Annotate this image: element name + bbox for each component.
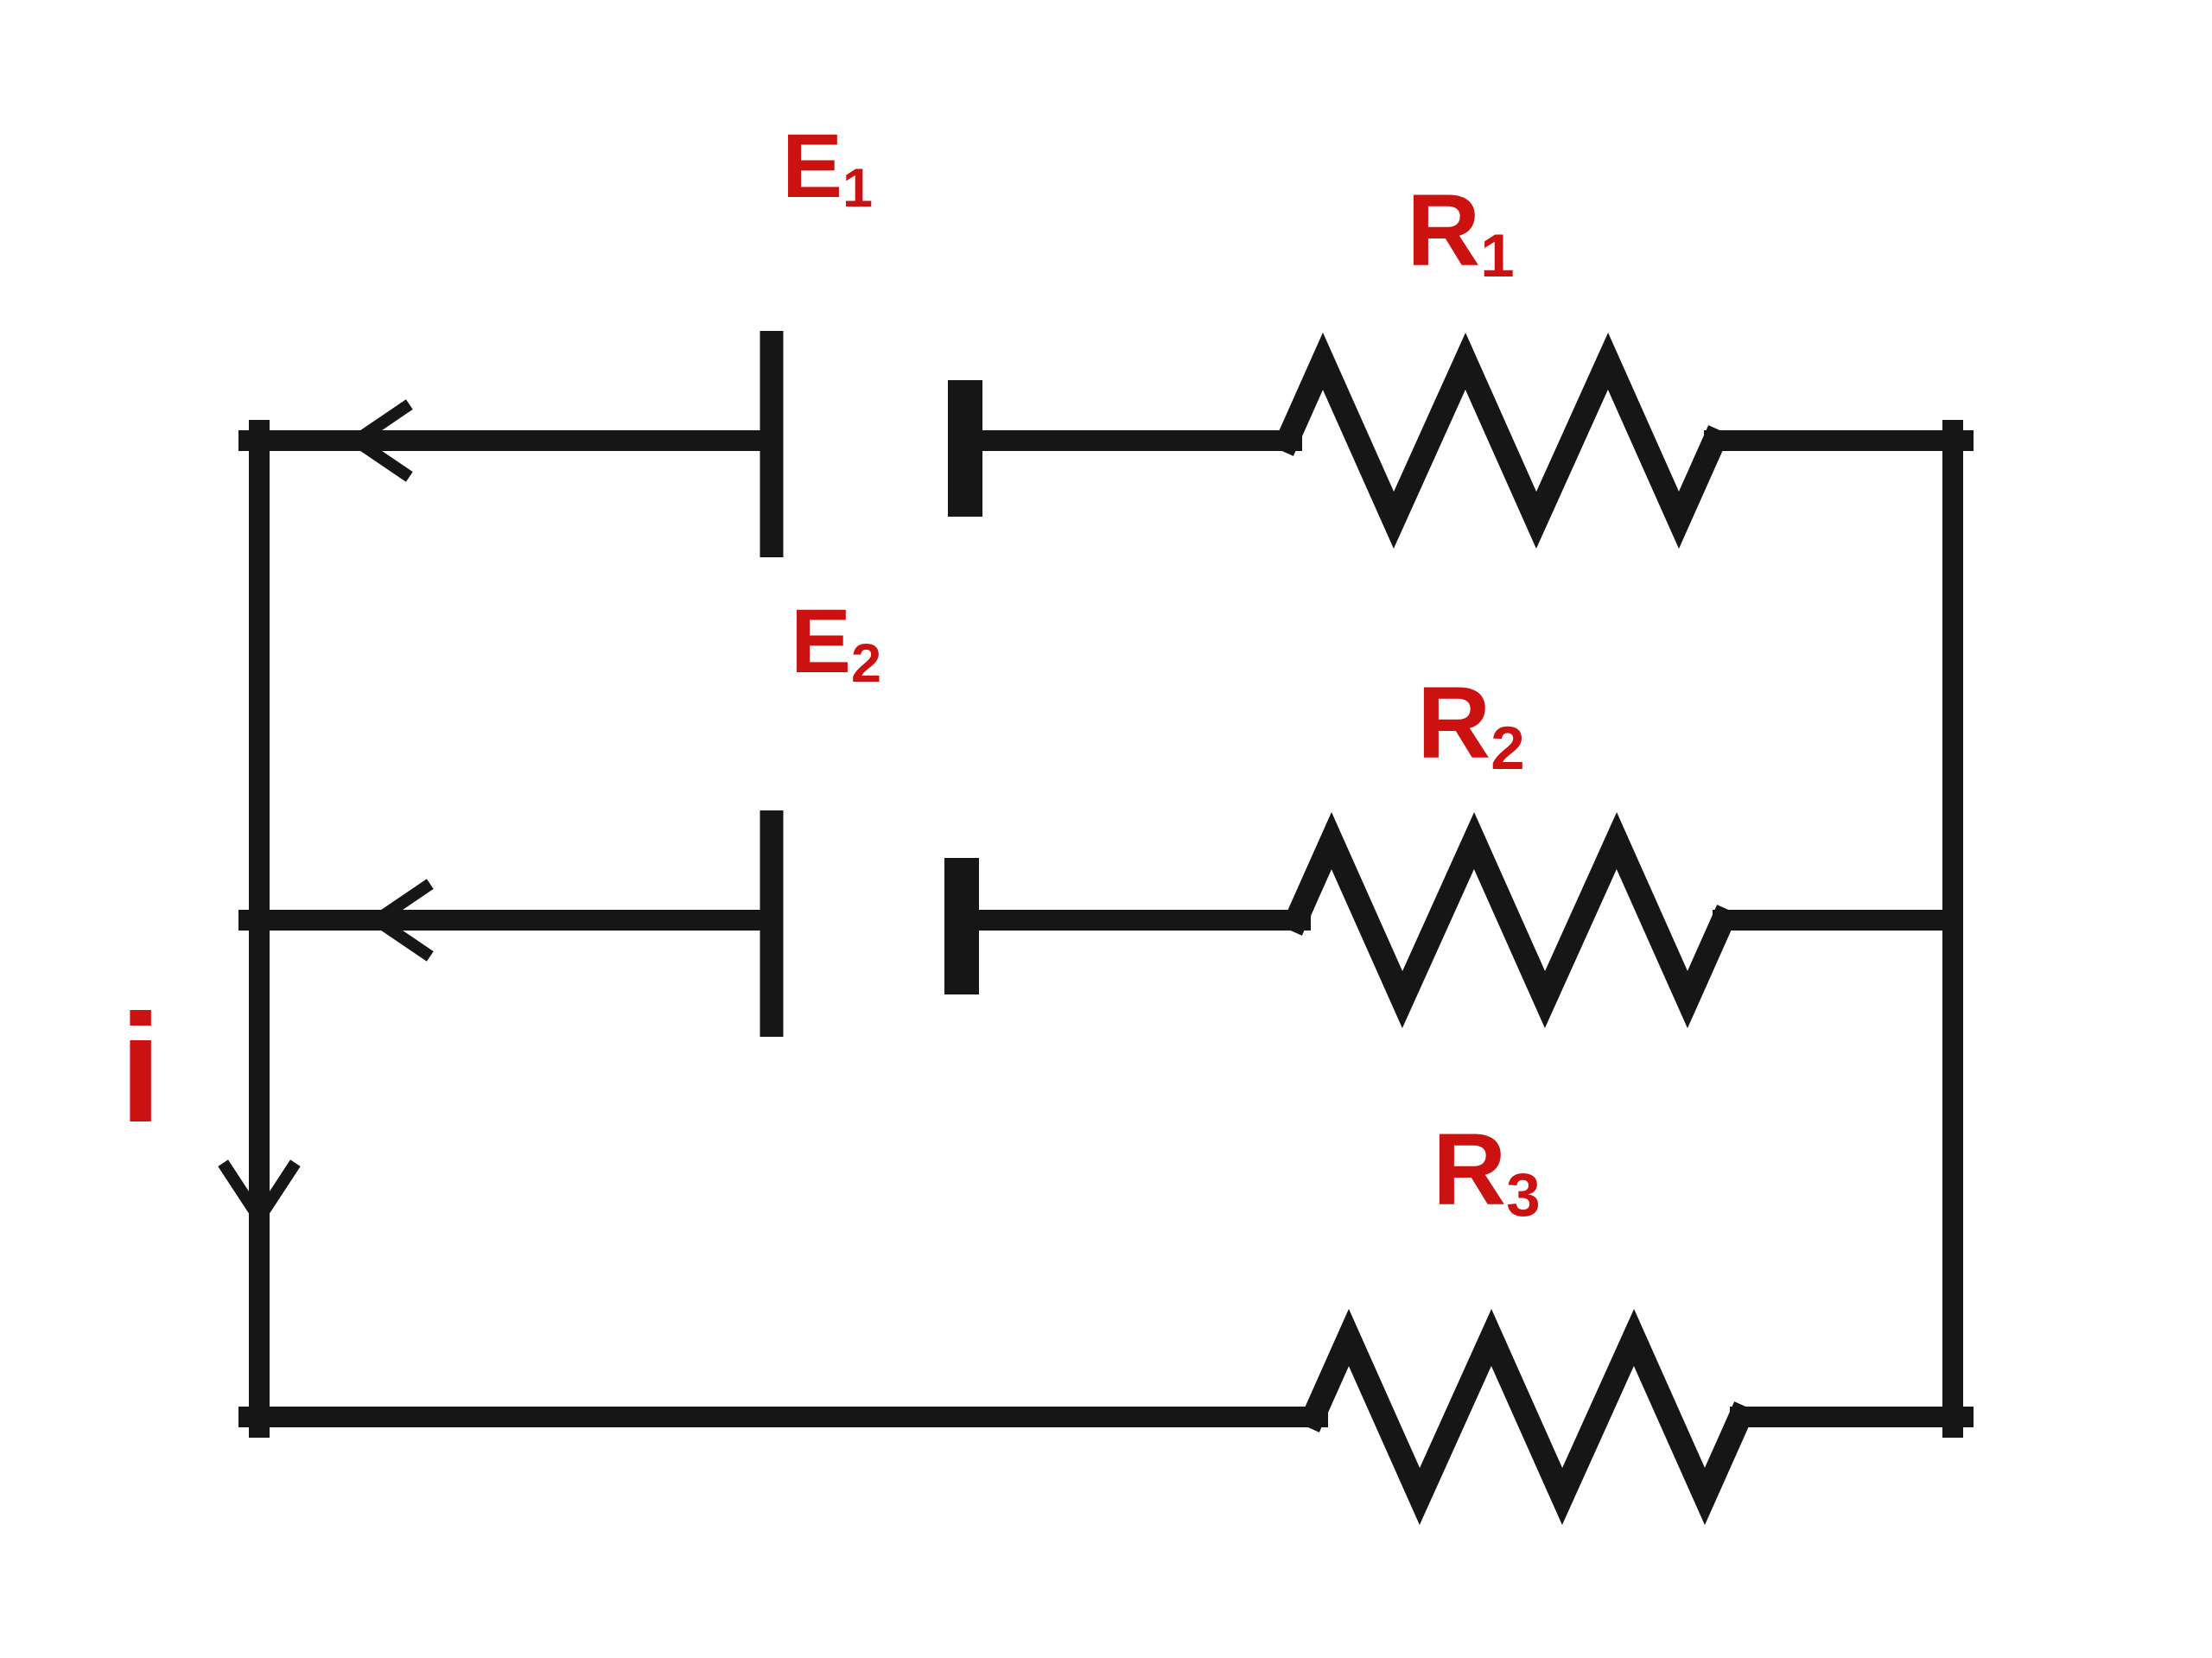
battery2-label-sub: 2 [851, 633, 882, 695]
battery1-label-sub: 1 [842, 158, 874, 219]
battery1-label-base: E [782, 116, 843, 217]
resistor1-label-sub: 1 [1480, 221, 1515, 290]
battery2-label: E2 [791, 596, 881, 691]
resistor1-label: R1 [1407, 180, 1515, 287]
resistor2-label-base: R [1417, 666, 1491, 780]
resistor3-label-sub: 3 [1506, 1160, 1541, 1229]
resistor3-label-base: R [1433, 1113, 1507, 1227]
resistor3-label: R3 [1433, 1119, 1541, 1226]
resistor1-zigzag [1272, 332, 1730, 549]
battery1-label: E1 [782, 121, 873, 216]
current-arrow-left-icon [218, 1159, 301, 1229]
current-arrow-top-icon [345, 399, 413, 482]
resistor2-label: R2 [1417, 672, 1525, 779]
battery2-label-base: E [791, 591, 852, 692]
current-label: i [119, 992, 162, 1146]
current-arrow-middle-icon [365, 879, 434, 962]
current-label-base: i [119, 982, 162, 1154]
resistor3-zigzag [1298, 1308, 1756, 1526]
resistor1-label-base: R [1407, 174, 1481, 288]
resistor2-zigzag [1281, 811, 1738, 1029]
resistor2-label-sub: 2 [1491, 714, 1525, 783]
